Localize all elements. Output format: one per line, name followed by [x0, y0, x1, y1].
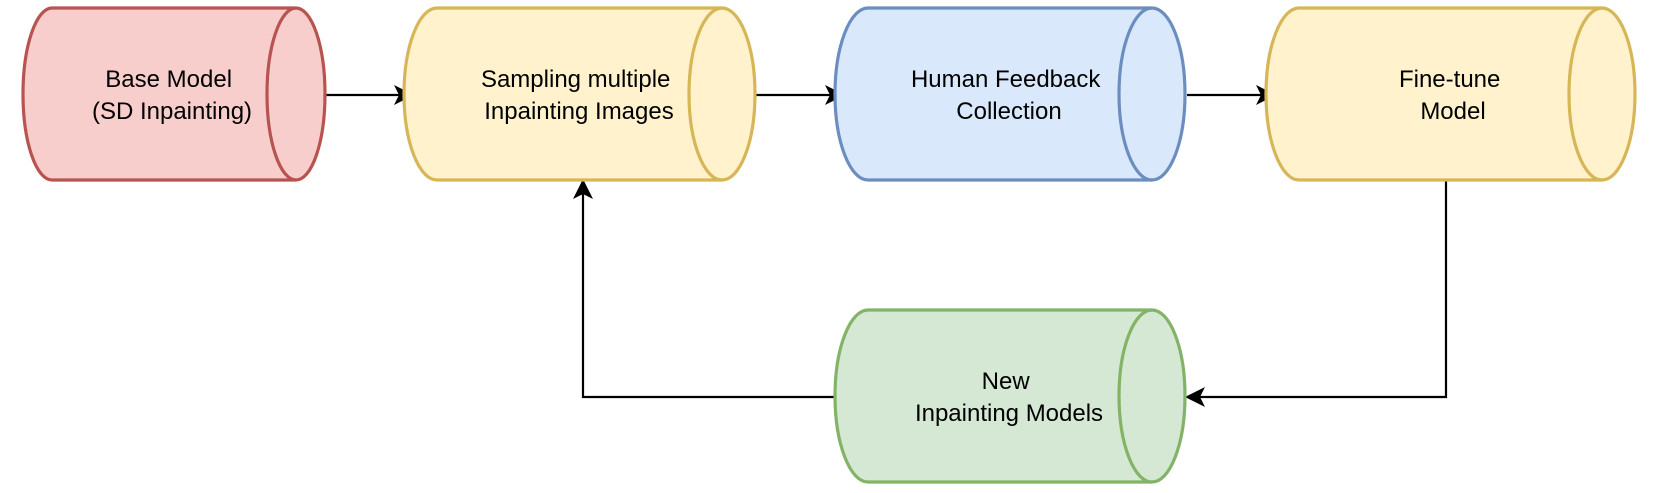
cylinder-cap [1117, 6, 1153, 182]
node-fine-tune: Fine-tune Model [1264, 6, 1637, 182]
cylinder-body [833, 308, 1187, 484]
cylinder-body [402, 6, 757, 182]
cylinder-cap [687, 6, 723, 182]
label-line: Sampling multiple [481, 66, 670, 93]
cylinder-body [833, 6, 1187, 182]
label-line: Human Feedback [911, 66, 1101, 93]
label-line: Collection [956, 98, 1061, 125]
edges [325, 85, 1448, 407]
node-label: Human Feedback Collection [911, 66, 1107, 125]
node-label: Base Model (SD Inpainting) [92, 66, 252, 125]
label-line: Model [1420, 98, 1485, 125]
label-line: New [982, 368, 1031, 395]
cylinder-cap [265, 6, 297, 182]
label-line: Fine-tune [1399, 66, 1500, 93]
node-sampling: Sampling multiple Inpainting Images [402, 6, 757, 182]
cylinder-cap [1117, 308, 1153, 484]
edge-finetune-to-new-models [1185, 181, 1448, 407]
node-new-models: New Inpainting Models [833, 308, 1187, 484]
node-label: New Inpainting Models [915, 368, 1103, 427]
label-line: Base Model [105, 66, 232, 93]
label-line: Inpainting Models [915, 400, 1103, 427]
node-base-model: Base Model (SD Inpainting) [21, 6, 327, 182]
label-line: (SD Inpainting) [92, 98, 252, 125]
node-label: Fine-tune Model [1399, 66, 1507, 125]
label-line: Inpainting Images [484, 98, 673, 125]
cylinder-body [21, 6, 327, 182]
cylinder-cap [1567, 6, 1603, 182]
node-human-feedback: Human Feedback Collection [833, 6, 1187, 182]
node-label: Sampling multiple Inpainting Images [481, 66, 677, 125]
edge-new-models-to-sampling [573, 179, 843, 399]
